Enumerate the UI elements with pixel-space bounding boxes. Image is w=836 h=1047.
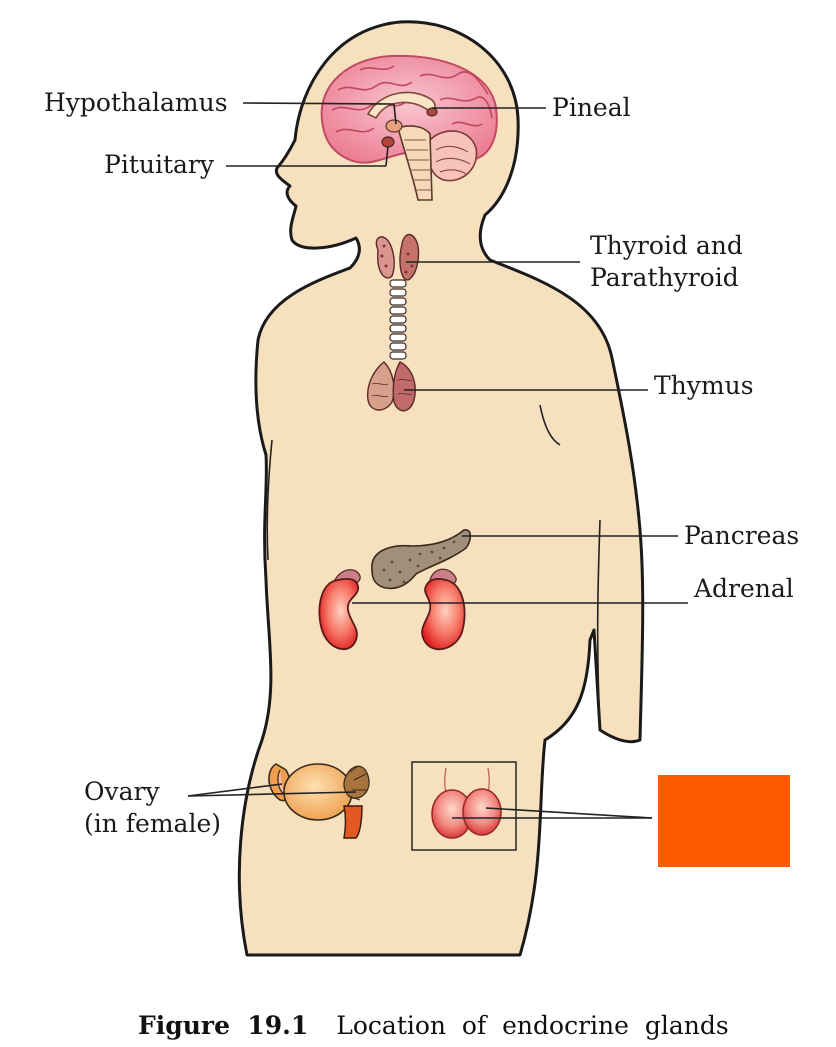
- thyroid-gland: [375, 233, 420, 281]
- pancreas-texture: [382, 540, 456, 584]
- right-arm-crease: [539, 404, 561, 446]
- label-pancreas: Pancreas: [684, 521, 799, 550]
- pancreas-gland: [371, 529, 472, 590]
- brain: [320, 54, 498, 201]
- label-ovary-line1: Ovary: [84, 777, 160, 806]
- left-kidney: [318, 569, 361, 651]
- right-arm-inner: [596, 519, 601, 731]
- testes: [431, 767, 502, 839]
- figure-caption: Figure 19.1 Location of endocrine glands: [118, 1011, 741, 1040]
- figure-number: Figure 19.1: [138, 1011, 308, 1040]
- label-thyroid-line1: Thyroid and: [590, 231, 743, 260]
- label-thymus: Thymus: [654, 371, 754, 400]
- body-silhouette: [237, 20, 645, 957]
- label-hypothalamus: Hypothalamus: [44, 88, 228, 117]
- label-thyroid-line2: Parathyroid: [590, 263, 739, 292]
- figure-caption-text: Location of endocrine glands: [336, 1011, 728, 1040]
- label-pituitary: Pituitary: [104, 150, 215, 179]
- left-arm-crease: [266, 439, 273, 561]
- label-ovary-line2: (in female): [84, 809, 221, 838]
- ovary-tube: [343, 805, 363, 839]
- pituitary-gland: [381, 136, 395, 148]
- ovary-uterus: [268, 763, 370, 839]
- thymus-gland: [367, 361, 416, 412]
- hypothalamus-gland: [385, 119, 403, 133]
- testes-inset-box: [411, 761, 517, 851]
- leader-lines: [187, 102, 688, 819]
- right-kidney: [421, 568, 466, 651]
- label-pineal: Pineal: [552, 93, 631, 122]
- pineal-gland: [426, 107, 438, 117]
- trachea: [389, 279, 407, 360]
- label-adrenal: Adrenal: [693, 574, 794, 603]
- masked-label-box: [658, 775, 790, 867]
- brain-stem: [397, 125, 433, 201]
